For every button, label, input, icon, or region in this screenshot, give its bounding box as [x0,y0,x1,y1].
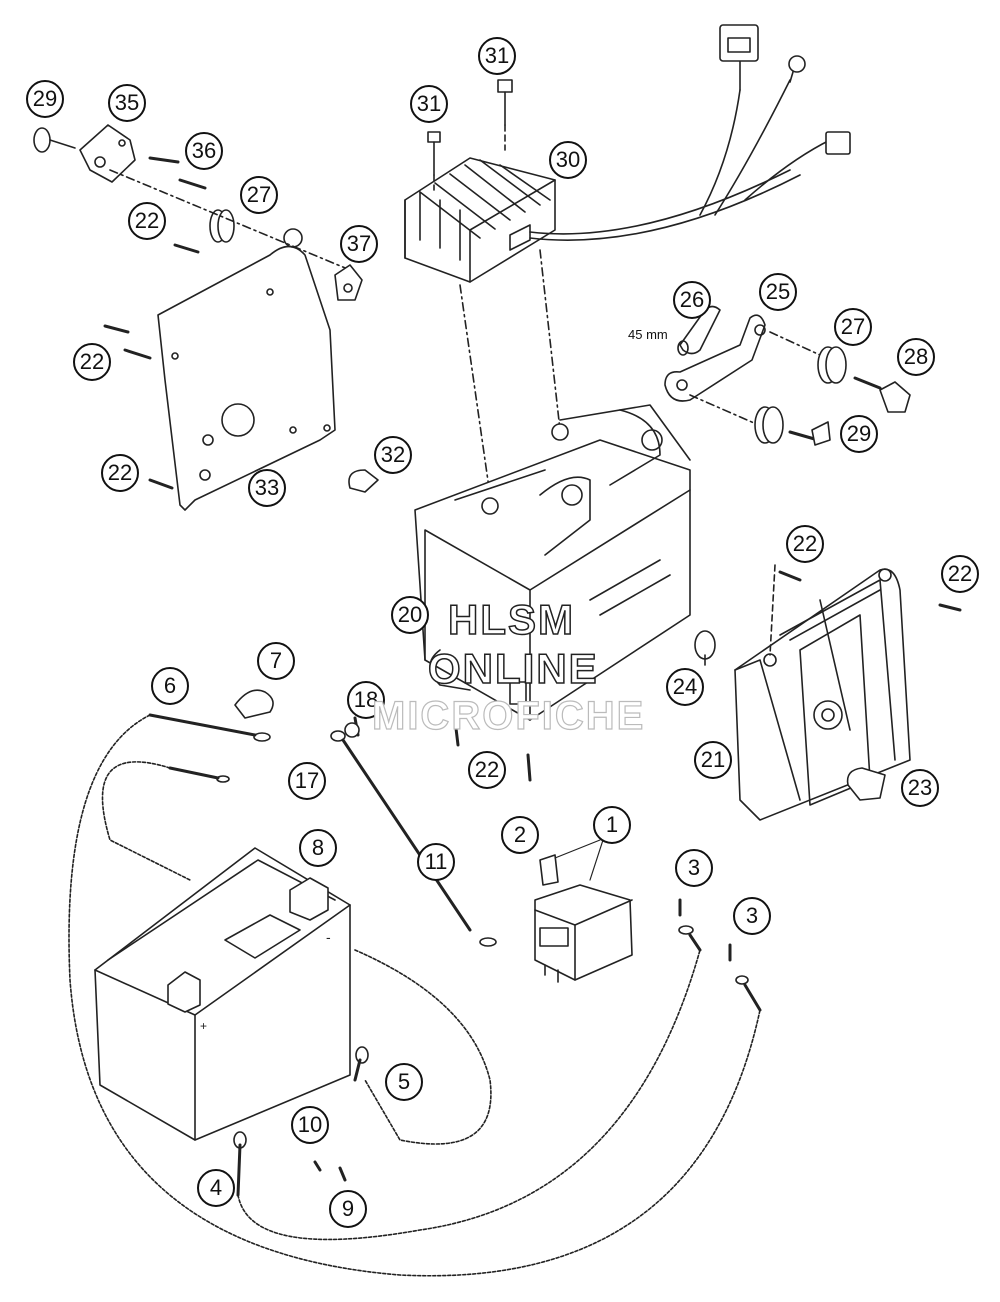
bracket-25 [664,314,766,402]
watermark-line-2: ONLINE [427,644,599,693]
callout-37: 37 [340,225,378,263]
callout-24: 24 [666,668,704,706]
callout-32: 32 [374,436,412,474]
callout-22: 22 [786,525,824,563]
callout-26: 26 [673,281,711,319]
callout-2: 2 [501,816,539,854]
bracket-35 [79,124,136,183]
callout-29: 29 [840,415,878,453]
svg-text:-: - [326,929,331,945]
starter-relay [534,884,633,983]
callout-25: 25 [759,273,797,311]
callout-8: 8 [299,829,337,867]
battery-holder [414,404,691,721]
callout-22: 22 [101,454,139,492]
callout-17: 17 [288,762,326,800]
screw-31-right [497,79,513,126]
callout-18: 18 [347,681,385,719]
mounting-plate [157,228,336,511]
callout-20: 20 [391,596,429,634]
screw-31-left [427,131,441,176]
callout-11: 11 [417,843,455,881]
callout-9: 9 [329,1190,367,1228]
watermark-line-3: MICROFICHE [371,693,646,738]
watermark-line-1: HLSM [447,595,575,644]
callout-4: 4 [197,1169,235,1207]
callout-29: 29 [26,80,64,118]
callout-5: 5 [385,1063,423,1101]
callout-36: 36 [185,132,223,170]
callout-31: 31 [410,85,448,123]
callout-27: 27 [240,176,278,214]
battery-8 [94,847,351,1141]
callout-22: 22 [128,202,166,240]
callout-22: 22 [468,751,506,789]
callout-33: 33 [248,469,286,507]
regulator-rectifier [404,24,851,283]
callout-35: 35 [108,84,146,122]
svg-text:+: + [200,1019,207,1033]
callout-22: 22 [941,555,979,593]
callout-7: 7 [257,642,295,680]
callout-27: 27 [834,308,872,346]
callout-1: 1 [593,806,631,844]
callout-30: 30 [549,141,587,179]
callout-28: 28 [897,338,935,376]
screw-29-left [33,127,76,153]
callout-22: 22 [73,343,111,381]
callout-31: 31 [478,37,516,75]
callout-23: 23 [901,769,939,807]
callout-3: 3 [675,849,713,887]
callout-21: 21 [694,741,732,779]
dimension-label: 45 mm [628,327,668,342]
callout-6: 6 [151,667,189,705]
callout-3: 3 [733,897,771,935]
callout-10: 10 [291,1106,329,1144]
